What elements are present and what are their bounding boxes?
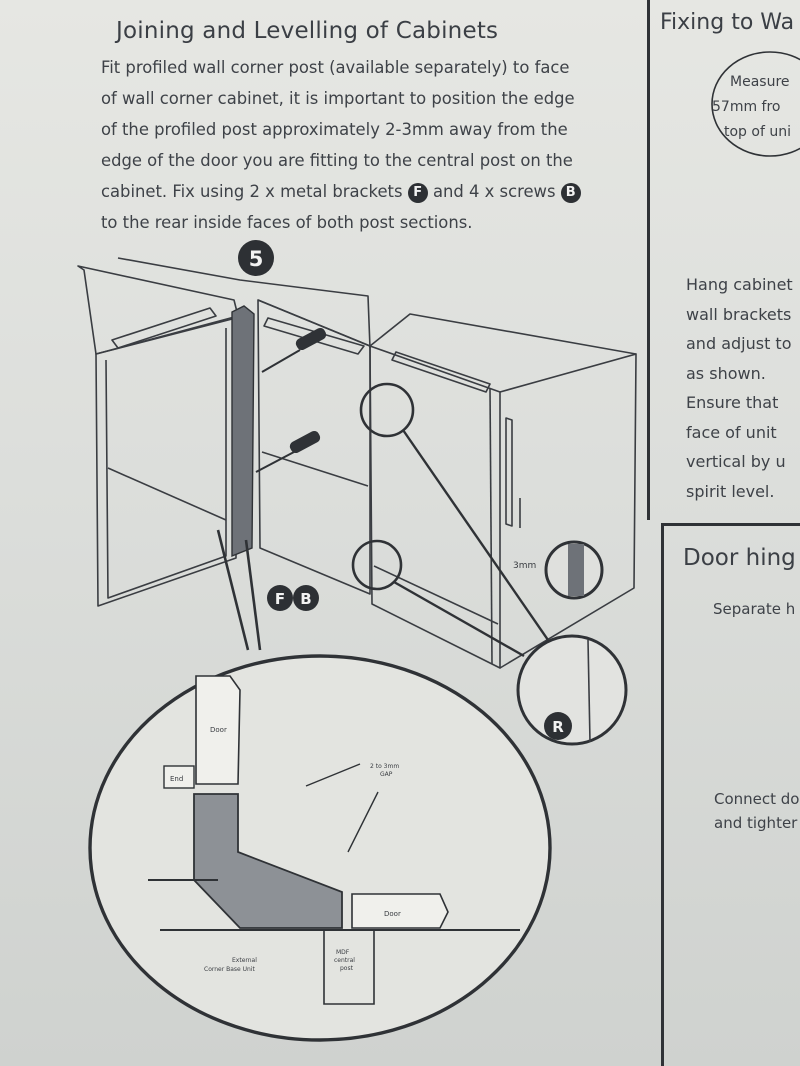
mdf-post (323, 930, 375, 1005)
measure-bubble (711, 51, 800, 157)
detail-ellipse (88, 654, 552, 1042)
r-badge: R (544, 712, 572, 740)
detail-door-top: Door (210, 726, 227, 734)
detail-mdf-3: post (340, 965, 354, 972)
3mm-profile (568, 544, 584, 596)
pointer-line-2 (244, 539, 262, 651)
center-top (257, 299, 371, 347)
right-line: Hang cabinet (686, 275, 793, 294)
wall-rail-center (263, 317, 365, 355)
right-line: vertical by u (686, 452, 786, 471)
step-5-label: 5 (249, 247, 264, 271)
detail-corner-2: Corner Base Unit (204, 966, 255, 973)
page-title: Joining and Levelling of Cabinets (116, 18, 499, 44)
gap-arrow-2 (347, 791, 379, 853)
corner-post (231, 305, 255, 558)
connect-text-1: Connect do (714, 790, 800, 808)
r-detail-post (587, 639, 591, 743)
column-divider-lower (661, 525, 664, 1066)
step-5-badge: 5 (238, 240, 274, 276)
label-3mm: 3mm (513, 561, 536, 571)
corner-post-section (193, 793, 343, 929)
para-line: Fit profiled wall corner post (available… (101, 58, 570, 77)
handle (505, 417, 513, 527)
zoom-line-1 (402, 429, 549, 641)
right-instructions: Hang cabinet wall brackets and adjust to… (686, 270, 793, 506)
detail-door-right: Door (384, 910, 401, 918)
column-divider (647, 0, 650, 520)
right-door-edge (489, 387, 493, 665)
left-cabinet-top (77, 265, 239, 355)
right-cabinet-side (499, 353, 637, 669)
gap-arrow (305, 763, 361, 787)
screwdriver-1 (261, 327, 327, 373)
door-right-block (351, 893, 449, 929)
para-line: edge of the door you are fitting to the … (101, 151, 573, 170)
wall-rail-right (391, 351, 491, 393)
detail-gap: 2 to 3mm (370, 763, 399, 770)
wall-rail-left (111, 307, 217, 349)
door-hinge-heading: Door hing (683, 545, 796, 571)
right-cabinet-front (369, 345, 501, 669)
separate-text: Separate h (713, 600, 796, 618)
right-line: spirit level. (686, 481, 775, 501)
right-line: as shown. (686, 363, 766, 383)
pointer-line-1 (216, 529, 250, 651)
bubble-line-2: 57mm fro (712, 99, 780, 115)
para-line-part: and 4 x screws (432, 182, 556, 201)
detail-end: End (170, 775, 183, 783)
right-line: wall brackets (686, 304, 792, 324)
screwdriver-2 (255, 430, 321, 473)
bubble-line-3: top of uni (724, 124, 791, 140)
left-shelf (107, 467, 227, 521)
right-cabinet-shelf (373, 565, 499, 625)
para-line: to the rear inside faces of both post se… (101, 213, 473, 232)
center-shelf (261, 451, 369, 487)
bubble-line-1: Measure (730, 74, 790, 90)
detail-mdf-1: MDF (336, 949, 350, 956)
left-cabinet-inner (105, 328, 227, 599)
right-line: Ensure that (686, 393, 779, 412)
para-line-part: cabinet. Fix using 2 x metal brackets (101, 182, 403, 201)
top-back-edge (117, 257, 371, 349)
para-line-with-badges: cabinet. Fix using 2 x metal brackets F … (101, 176, 646, 207)
fb-f-label: F (275, 590, 285, 608)
right-cabinet-top (369, 313, 637, 355)
fb-badges: F B (267, 585, 319, 611)
end-box (163, 765, 195, 789)
right-line: face of unit (686, 422, 777, 442)
r-detail-circle (516, 634, 628, 746)
section-divider (661, 523, 800, 526)
right-heading: Fixing to Wa (660, 10, 795, 35)
badge-b: B (560, 182, 581, 203)
right-line: and adjust to (686, 334, 792, 353)
left-cabinet-outline (95, 317, 237, 607)
zoom-circle-top (359, 382, 415, 438)
instruction-paragraph: Fit profiled wall corner post (available… (101, 52, 646, 238)
para-line: of wall corner cabinet, it is important … (101, 89, 575, 108)
para-line: of the profiled post approximately 2-3mm… (101, 120, 568, 139)
detail-corner-1: External (232, 957, 257, 964)
detail-mdf-2: central (334, 957, 355, 964)
door-top-block (195, 675, 241, 785)
connect-text-2: and tighter (714, 814, 798, 832)
badge-f: F (407, 182, 428, 203)
fb-b-label: B (300, 590, 311, 608)
detail-gap2: GAP (380, 771, 393, 778)
zoom-circle-bottom (351, 539, 403, 591)
zoom-line-2 (393, 580, 525, 658)
r-label: R (552, 718, 564, 736)
